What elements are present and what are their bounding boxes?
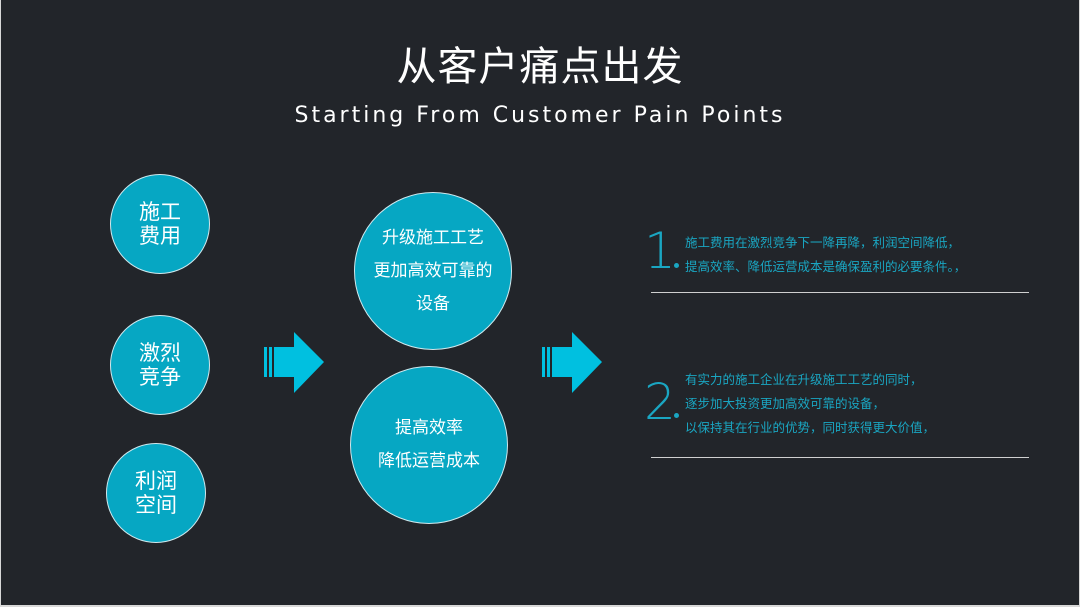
point-bullet-dot	[674, 413, 679, 418]
divider	[651, 457, 1029, 458]
slide-subtitle: Starting From Customer Pain Points	[294, 103, 786, 128]
divider	[651, 292, 1029, 293]
pain-point-label: 施工	[139, 200, 181, 224]
point-number-2: 2	[644, 373, 676, 431]
pain-point-label: 空间	[135, 493, 177, 517]
slide-title: 从客户痛点出发	[396, 44, 684, 90]
point-1-text: 施工费用在激烈竞争下一降再降，利润空间降低， 提高效率、降低运营成本是确保盈利的…	[685, 231, 966, 279]
point-line: 有实力的施工企业在升级施工工艺的同时，	[685, 372, 923, 387]
solution-label: 更加高效可靠的	[373, 260, 493, 281]
point-2-text: 有实力的施工企业在升级施工工艺的同时， 逐步加大投资更加高效可靠的设备， 以保持…	[685, 368, 935, 440]
solution-circle-efficiency: 提高效率降低运营成本	[350, 366, 508, 524]
solution-label: 提高效率	[395, 418, 463, 438]
point-line: 提高效率、降低运营成本是确保盈利的必要条件。，	[685, 259, 967, 274]
point-line: 逐步加大投资更加高效可靠的设备，	[685, 396, 886, 411]
solution-label: 设备	[416, 293, 450, 314]
pain-point-label: 竞争	[139, 365, 181, 389]
pain-point-circle-competition: 激烈竞争	[110, 315, 210, 415]
solution-label: 降低运营成本	[378, 451, 480, 471]
pain-point-circle-profit: 利润空间	[106, 443, 206, 543]
solution-label: 升级施工工艺	[382, 227, 484, 248]
right-arrow-icon	[264, 332, 324, 393]
pain-point-circle-cost: 施工费用	[110, 174, 210, 274]
point-line: 施工费用在激烈竞争下一降再降，利润空间降低，	[685, 235, 961, 250]
pain-point-label: 利润	[135, 469, 177, 493]
solution-circle-upgrade: 升级施工工艺更加高效可靠的设备	[354, 192, 512, 350]
right-arrow-icon	[542, 332, 602, 393]
point-bullet-dot	[674, 263, 679, 268]
pain-point-label: 激烈	[139, 341, 181, 365]
point-number-1: 1	[644, 222, 676, 280]
point-line: 以保持其在行业的优势，同时获得更大价值，	[685, 420, 936, 435]
pain-point-label: 费用	[139, 224, 181, 248]
